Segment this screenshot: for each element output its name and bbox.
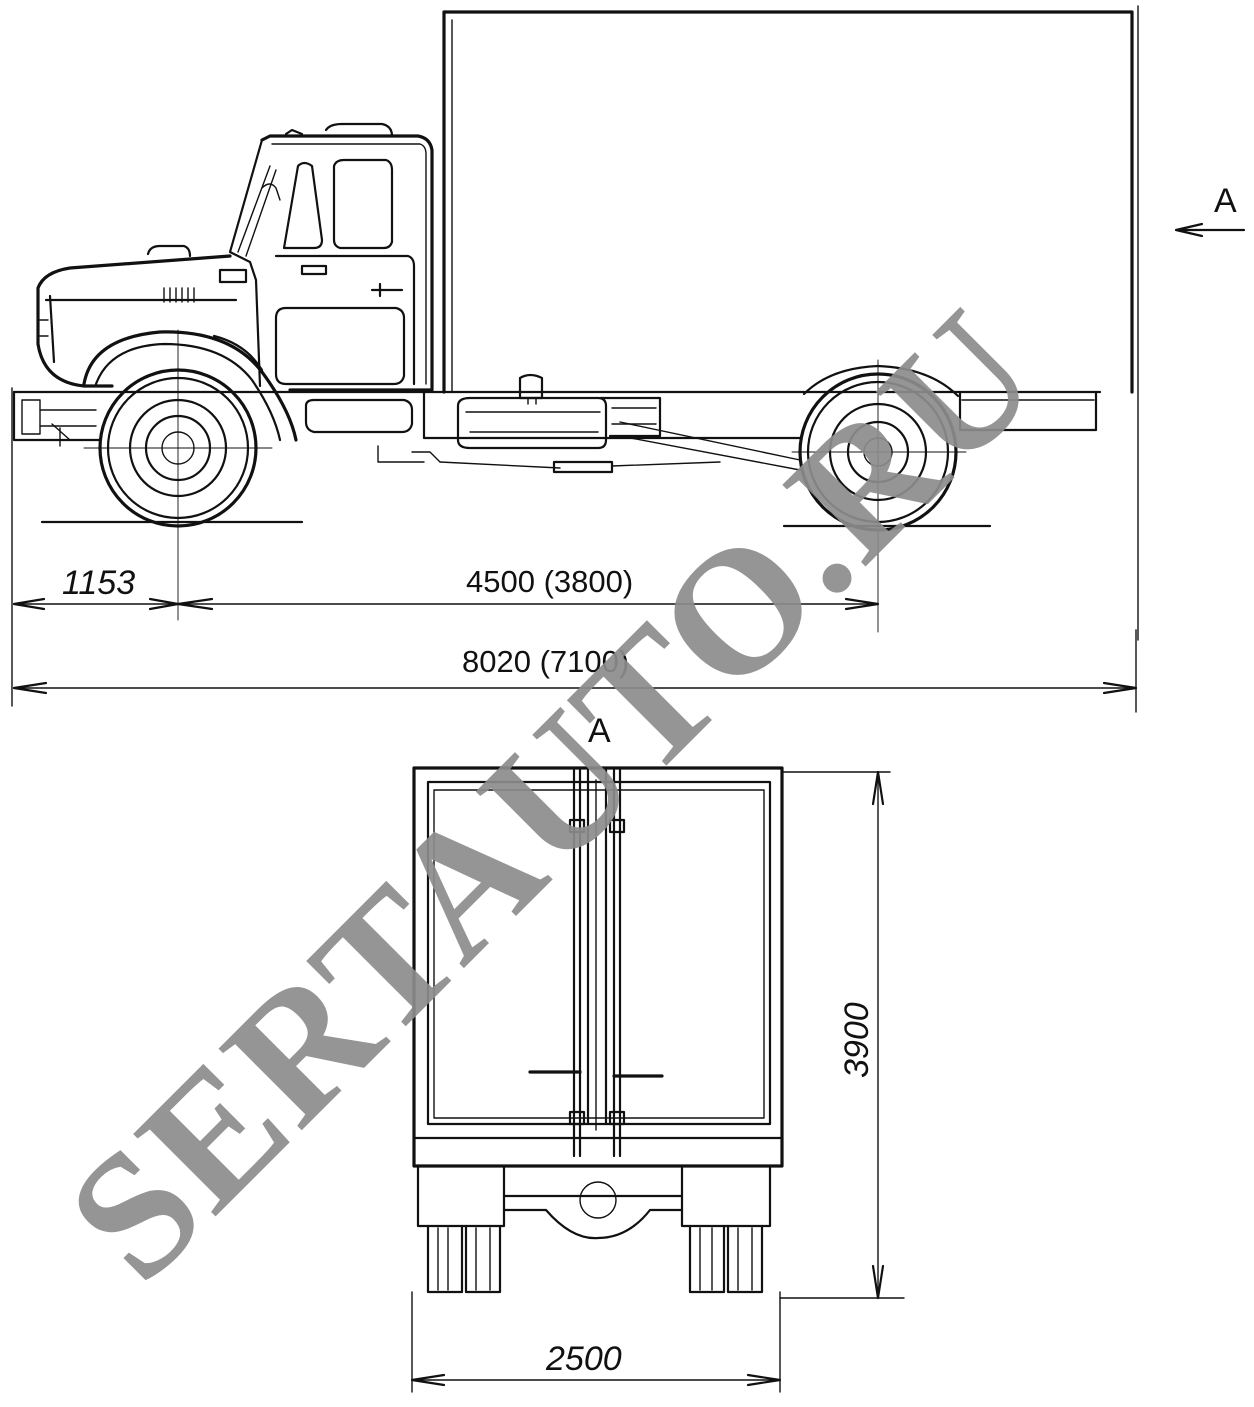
- overall-length-dimension: 8020 (7100): [462, 644, 629, 679]
- fuel-tank: [377, 373, 801, 474]
- wheelbase-dimension: 4500 (3800): [466, 564, 633, 599]
- view-marker-rear: A: [588, 712, 611, 750]
- hood: [36, 244, 298, 442]
- width-dimension-line: [410, 1291, 782, 1393]
- rear-wheels-left: [426, 1224, 502, 1294]
- view-marker-side: A: [1214, 182, 1237, 220]
- cargo-box-rear: [412, 766, 784, 1168]
- chassis-frame: [12, 390, 1102, 447]
- rear-view: A: [410, 712, 905, 1393]
- rear-wheel: [782, 359, 992, 633]
- view-arrow: [1174, 222, 1246, 238]
- rear-wheels-right: [688, 1224, 764, 1294]
- cab: [228, 122, 434, 434]
- front-wheel: [40, 329, 304, 621]
- rear-chassis: [416, 1164, 772, 1240]
- height-dimension-line: [779, 770, 905, 1300]
- side-view: 1153 4500 (3800) 8020 (7100) A: [11, 5, 1246, 713]
- cargo-box-side: [442, 5, 1139, 641]
- height-dimension: 3900: [838, 1002, 876, 1078]
- side-dimensions: [11, 387, 1138, 713]
- front-overhang-dimension: 1153: [62, 564, 135, 602]
- watermark: SERTAUTO.RU: [30, 272, 1075, 1317]
- width-dimension: 2500: [545, 1340, 622, 1378]
